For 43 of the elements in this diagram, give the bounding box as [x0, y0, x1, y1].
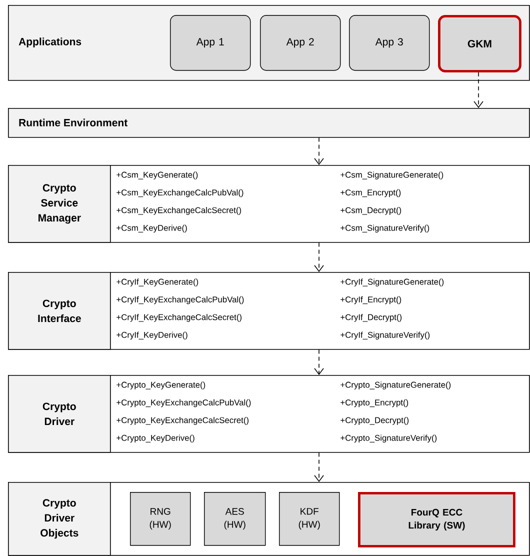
method-name: +CryIf_Decrypt()	[340, 314, 402, 322]
crypto-object-box: FourQ ECC Library (SW)	[358, 492, 516, 548]
method-name: +CryIf_KeyDerive()	[116, 332, 188, 340]
method-name: +CryIf_Encrypt()	[340, 296, 402, 304]
method-name: +Csm_Decrypt()	[340, 206, 402, 215]
layer-title: Applications	[18, 38, 82, 48]
crypto-object-box: RNG (HW)	[130, 492, 191, 546]
method-name: +Csm_SignatureGenerate()	[340, 172, 444, 180]
method-name: +CryIf_KeyExchangeCalcSecret()	[116, 314, 242, 322]
method-name: +Crypto_KeyGenerate()	[116, 382, 206, 390]
app-box: App 2	[260, 15, 341, 71]
method-name: +Crypto_SignatureVerify()	[340, 434, 437, 443]
method-name: +CryIf_KeyExchangeCalcPubVal()	[116, 296, 244, 304]
method-name: +Crypto_SignatureGenerate()	[340, 382, 451, 390]
arrow	[474, 72, 484, 108]
method-name: +Csm_Encrypt()	[340, 189, 401, 198]
crypto-object-box: KDF (HW)	[279, 492, 340, 546]
method-name: +CryIf_SignatureVerify()	[340, 332, 430, 340]
layer-label: Crypto Interface	[8, 272, 111, 350]
method-name: +Csm_KeyDerive()	[116, 224, 187, 233]
layer-label: Crypto Service Manager	[8, 165, 111, 243]
crypto-object-box: AES (HW)	[204, 492, 266, 546]
method-name: +Crypto_KeyExchangeCalcSecret()	[116, 417, 248, 425]
layer-label: Crypto Driver	[8, 375, 111, 453]
arrow	[314, 137, 324, 165]
method-name: +Crypto_KeyDerive()	[116, 434, 194, 443]
app-box: App 3	[349, 15, 430, 71]
method-name: +Csm_SignatureVerify()	[340, 224, 430, 233]
layer-title: Runtime Environment	[19, 118, 128, 126]
method-name: +Csm_KeyGenerate()	[116, 172, 198, 180]
method-name: +CryIf_SignatureGenerate()	[340, 278, 444, 286]
method-name: +Crypto_Decrypt()	[340, 417, 409, 425]
method-name: +Csm_KeyExchangeCalcSecret()	[116, 206, 242, 215]
layer-label: Crypto Driver Objects	[8, 482, 111, 556]
app-box: App 1	[170, 15, 251, 71]
method-name: +Csm_KeyExchangeCalcPubVal()	[116, 189, 244, 198]
arrow	[314, 242, 324, 272]
method-name: +Crypto_KeyExchangeCalcPubVal()	[116, 399, 251, 408]
arrow	[314, 452, 324, 482]
method-name: +CryIf_KeyGenerate()	[116, 278, 198, 286]
arrow	[314, 349, 324, 375]
app-box: GKM	[438, 15, 522, 72]
method-name: +Crypto_Encrypt()	[340, 399, 408, 408]
